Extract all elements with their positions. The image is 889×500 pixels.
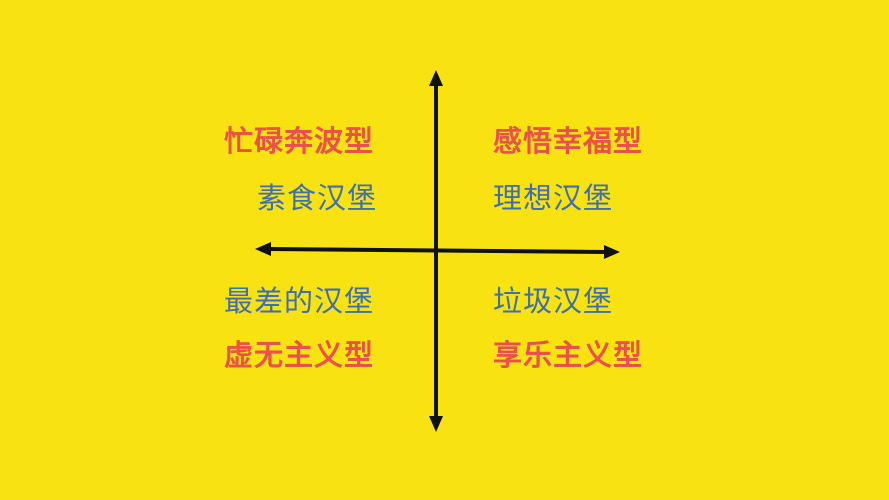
bottom-right-type-label: 享乐主义型 [493,338,644,372]
top-left-burger-label: 素食汉堡 [257,181,378,215]
arrow-up-icon [429,70,443,86]
arrow-left-icon [255,242,271,256]
arrow-right-icon [604,245,620,259]
bottom-left-type-label: 虚无主义型 [224,338,375,372]
top-left-type-label: 忙碌奔波型 [224,124,375,158]
arrow-down-icon [429,416,443,432]
top-right-type-label: 感悟幸福型 [493,124,644,158]
horizontal-axis-arrow [255,242,620,259]
top-right-burger-label: 理想汉堡 [493,181,614,215]
bottom-left-burger-label: 最差的汉堡 [224,284,375,318]
bottom-right-burger-label: 垃圾汉堡 [493,284,614,318]
